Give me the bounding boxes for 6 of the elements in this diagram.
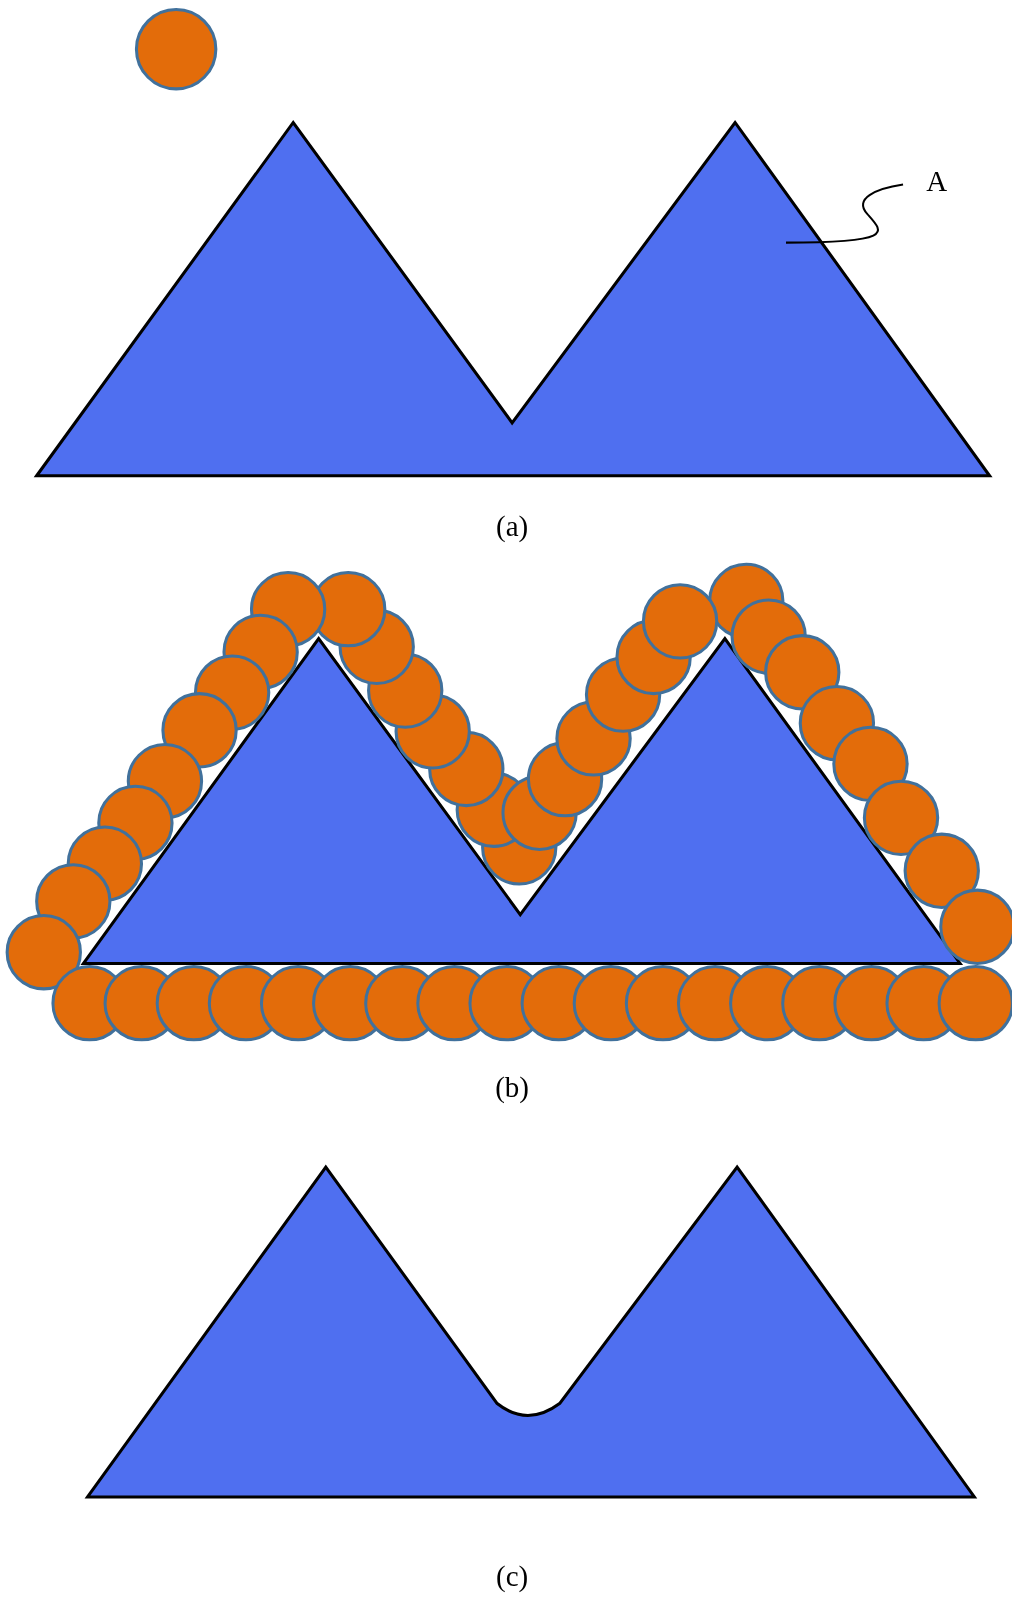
panel-caption: (b) bbox=[495, 1072, 529, 1102]
panel-caption: (c) bbox=[496, 1561, 529, 1591]
panel-caption: (a) bbox=[496, 511, 529, 541]
substrate-shape bbox=[33, 119, 993, 478]
leader-line bbox=[785, 183, 904, 244]
part-label: A bbox=[926, 166, 948, 196]
